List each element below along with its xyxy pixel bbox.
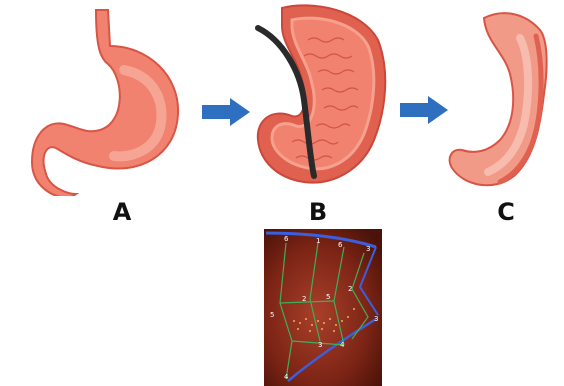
arrow-right-icon [398,94,450,126]
label-c: C [486,198,526,226]
stomach-c-illustration [444,8,562,198]
label-b: B [298,198,338,226]
label-a: A [102,198,142,226]
endo-marker: 3 [374,315,378,323]
endo-marker: 5 [326,293,330,301]
endo-marker: 6 [338,241,343,249]
endo-marker: 4 [284,373,289,381]
endoscopy-image: 6 1 6 3 2 5 2 5 3 3 4 4 [264,229,382,386]
stomach-c-tube [450,13,547,185]
endo-marker: 2 [302,295,306,303]
endo-marker: 3 [366,245,370,253]
endo-marker: 3 [318,341,322,349]
endo-marker: 1 [316,237,320,245]
endo-marker: 5 [270,311,274,319]
endo-marker: 6 [284,235,289,243]
endo-marker: 2 [348,285,352,293]
stomach-a-illustration [28,6,188,196]
endo-marker: 4 [340,341,345,349]
stomach-b-illustration [252,0,392,192]
arrow-right-icon [200,96,252,128]
